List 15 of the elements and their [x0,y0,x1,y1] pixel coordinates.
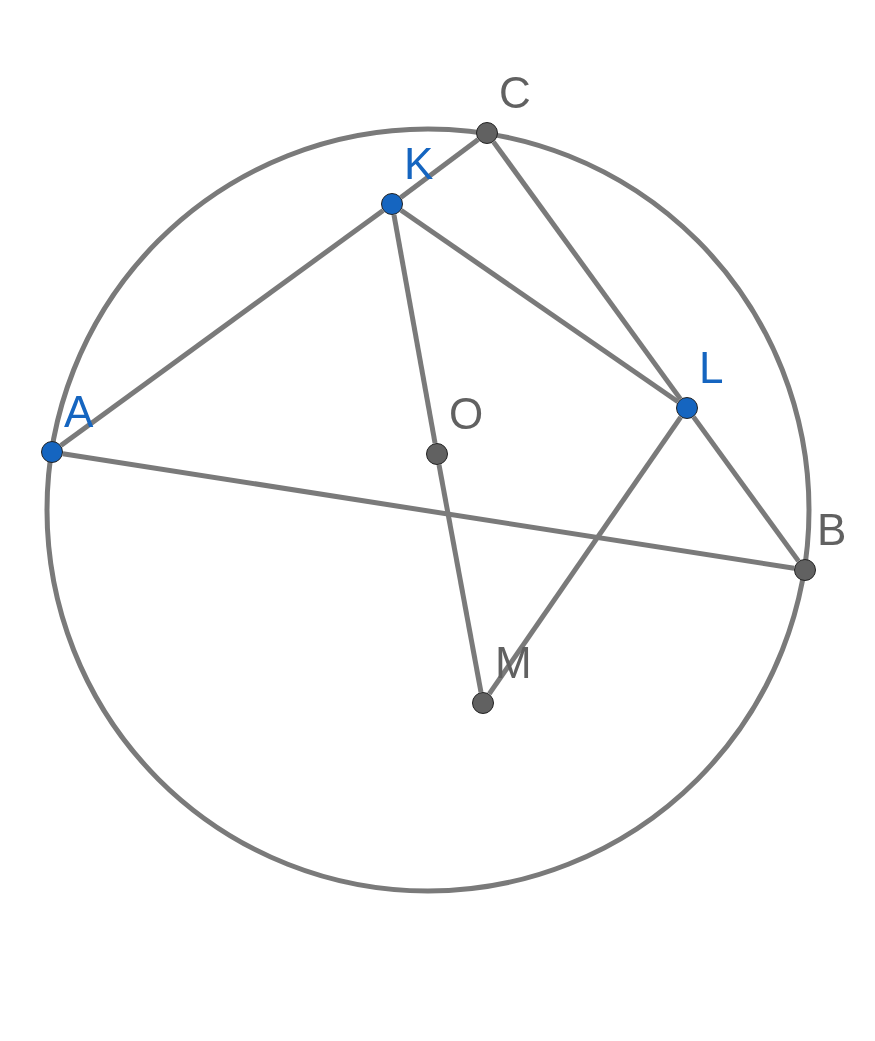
line-segment [59,208,385,448]
point-label: L [699,346,724,390]
line-segment [487,415,683,696]
point-label: C [499,71,531,115]
line-segment [391,214,438,444]
point-label: K [404,142,434,186]
line-segment [399,208,680,404]
line-segment [491,140,683,401]
point-label: A [64,390,94,434]
line-segment [399,137,480,200]
line-segment [62,451,795,571]
point-label: O [449,392,484,436]
line-segment [691,415,801,563]
line-segment [436,464,484,693]
point-label: B [817,508,847,552]
